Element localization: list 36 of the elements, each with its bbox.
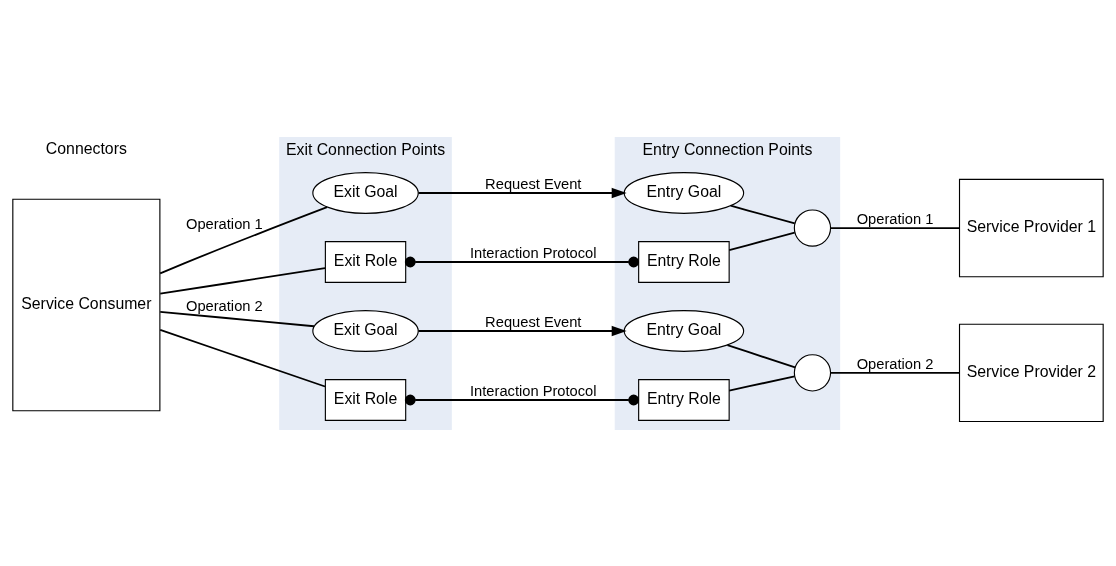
- node-box: Entry Role: [638, 240, 730, 283]
- connector: [726, 343, 796, 368]
- connector: [159, 310, 315, 327]
- connector: [729, 204, 796, 224]
- node-ellipse: Entry Goal: [623, 309, 745, 352]
- connector: [829, 226, 961, 229]
- arrow: [417, 325, 627, 336]
- node-box: Exit Role: [324, 240, 407, 283]
- edge-label: Interaction Protocol: [470, 244, 597, 261]
- node-ellipse: Entry Goal: [623, 171, 745, 214]
- connector: [404, 256, 640, 267]
- node-circle: [793, 353, 832, 392]
- node-box: Exit Role: [324, 378, 407, 421]
- edge-label: Operation 2: [185, 297, 263, 314]
- connector: [728, 375, 796, 391]
- connector: [159, 266, 326, 295]
- node-box: Service Provider 1: [958, 178, 1104, 277]
- node-box: Service Provider 2: [958, 323, 1104, 422]
- arrow: [417, 187, 627, 198]
- edge-label: Request Event: [485, 175, 582, 192]
- edge-label: Request Event: [485, 313, 582, 330]
- connector: [728, 231, 796, 251]
- label: Connectors: [45, 139, 127, 157]
- node-ellipse: Exit Goal: [312, 309, 419, 352]
- connector: [829, 371, 961, 374]
- node-box: Entry Role: [638, 378, 730, 421]
- connector: [159, 205, 328, 274]
- edge-label: Operation 2: [856, 355, 934, 372]
- connector: [159, 328, 326, 387]
- node-box: Service Consumer: [12, 198, 161, 411]
- node-ellipse: Exit Goal: [312, 171, 419, 214]
- edge-label: Operation 1: [185, 215, 263, 232]
- edge-label: Operation 1: [856, 210, 934, 227]
- node-circle: [793, 208, 832, 247]
- connector: [404, 394, 640, 405]
- edge-label: Interaction Protocol: [470, 382, 597, 399]
